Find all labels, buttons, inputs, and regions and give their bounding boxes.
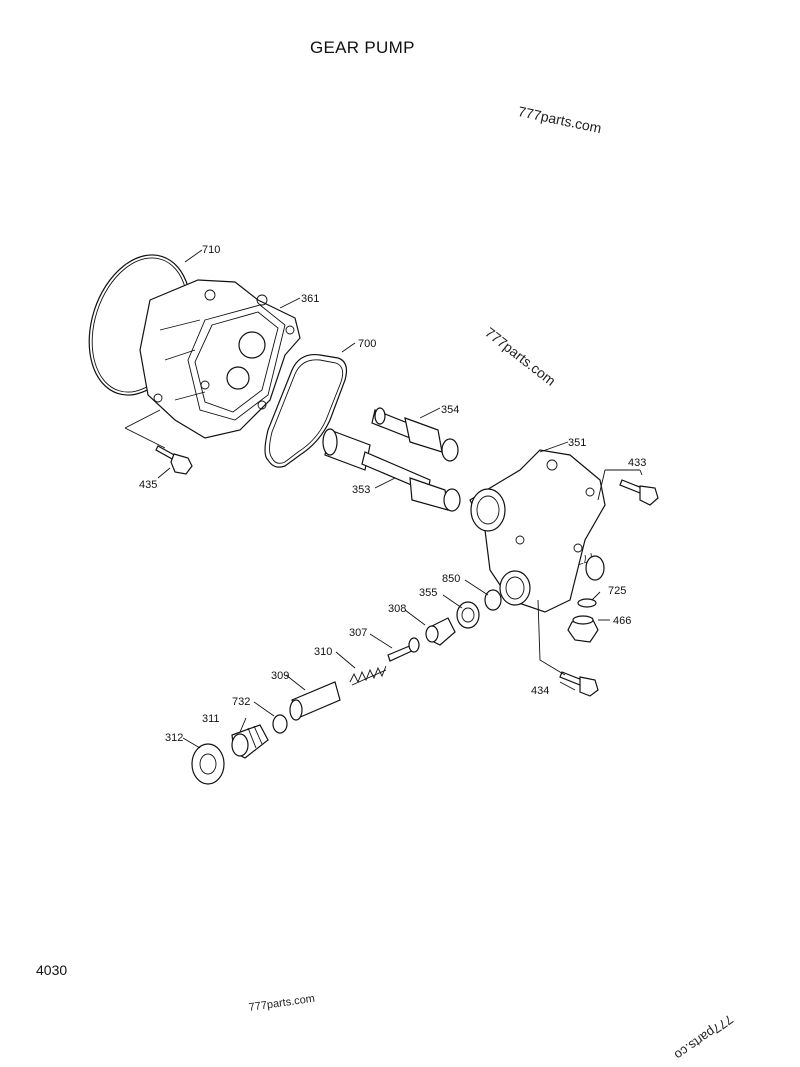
part-354-gear-shaft xyxy=(371,407,459,462)
callout-311: 311 xyxy=(202,713,220,725)
callout-361: 361 xyxy=(301,293,319,305)
part-850-ring xyxy=(484,589,502,611)
part-732-o-ring xyxy=(272,714,288,734)
callout-732: 732 xyxy=(232,696,250,708)
callout-433: 433 xyxy=(628,457,646,469)
callout-310: 310 xyxy=(314,646,332,658)
callout-351: 351 xyxy=(568,437,586,449)
callout-307: 307 xyxy=(349,627,367,639)
part-310-spring xyxy=(349,665,387,686)
part-312-nut xyxy=(191,743,225,785)
part-466-plug xyxy=(567,615,599,643)
callout-309: 309 xyxy=(271,670,289,682)
page-title: GEAR PUMP xyxy=(310,38,415,57)
callout-850: 850 xyxy=(442,573,460,585)
part-308-poppet xyxy=(425,617,456,646)
callout-434: 434 xyxy=(531,685,549,697)
part-700-gasket xyxy=(264,353,348,468)
part-309-sleeve xyxy=(289,681,341,721)
part-361-cover xyxy=(139,279,301,439)
callout-312: 312 xyxy=(165,732,183,744)
callout-308: 308 xyxy=(388,603,406,615)
part-435-bolt xyxy=(155,445,193,475)
part-311-plug xyxy=(231,724,269,759)
part-725-o-ring xyxy=(577,598,597,608)
part-353-drive-gear-shaft xyxy=(322,428,461,512)
callout-710: 710 xyxy=(202,244,220,256)
part-433-bolt xyxy=(619,479,659,506)
part-434-bolt xyxy=(559,671,599,697)
callout-355: 355 xyxy=(419,587,437,599)
part-355-seat xyxy=(456,601,480,629)
part-351-pump-body xyxy=(469,449,606,613)
callout-354: 354 xyxy=(441,404,459,416)
page-number: 4030 xyxy=(36,962,68,978)
part-307-spring-seat xyxy=(387,637,420,662)
callout-435: 435 xyxy=(139,479,157,491)
callout-466: 466 xyxy=(613,615,631,627)
callout-700: 700 xyxy=(358,338,376,350)
callout-725: 725 xyxy=(608,585,626,597)
callout-353: 353 xyxy=(352,484,370,496)
